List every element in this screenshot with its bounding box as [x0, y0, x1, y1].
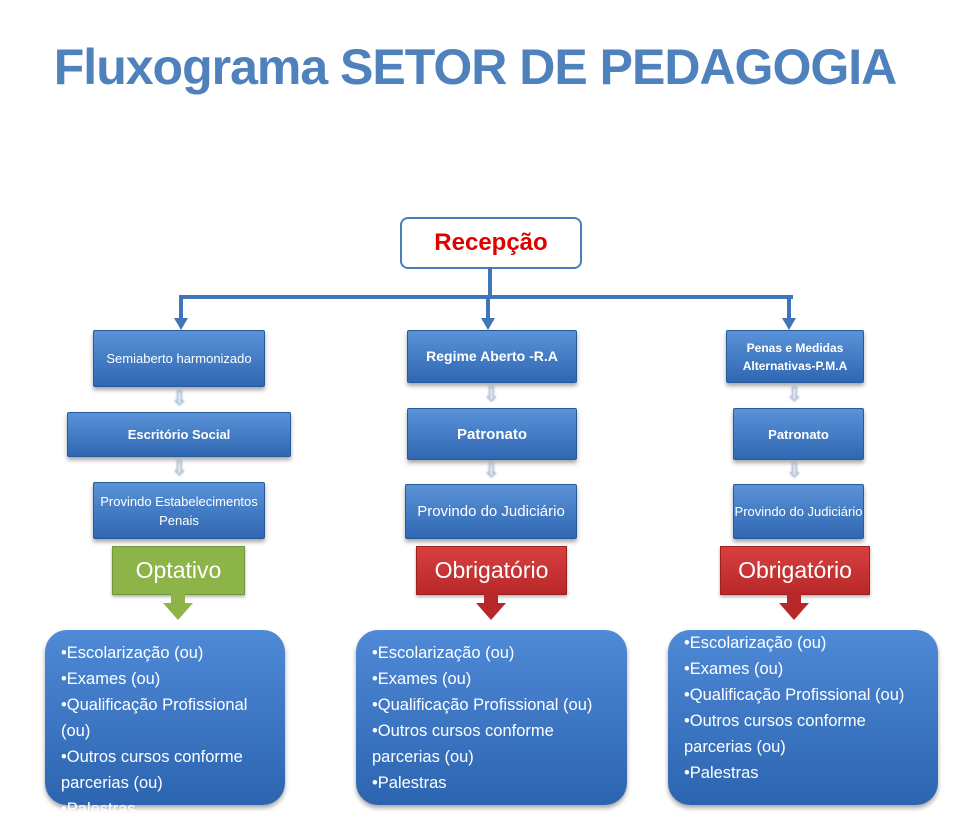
- list-item: •Qualificação Profissional (ou): [61, 696, 248, 740]
- list-item: •Exames (ou): [684, 660, 784, 678]
- arrow-down-icon: ⇩: [786, 384, 803, 406]
- arrow-down-icon: [174, 318, 188, 330]
- list-item: •Palestras: [61, 800, 136, 818]
- node-recepcao: Recepção: [400, 217, 582, 269]
- tag-obrigatorio: Obrigatório: [720, 546, 870, 595]
- connector-line: [787, 295, 791, 319]
- list-item: •Exames (ou): [61, 670, 161, 688]
- tag-obrigatorio: Obrigatório: [416, 546, 567, 595]
- node-step: Provindo Estabelecimentos Penais: [93, 482, 265, 539]
- list-item: •Exames (ou): [372, 670, 472, 688]
- list-item: •Qualificação Profissional (ou): [684, 686, 905, 704]
- activity-list: •Escolarização (ou) •Exames (ou) •Qualif…: [668, 630, 938, 805]
- list-item: •Outros cursos conforme parcerias (ou): [372, 722, 554, 766]
- tag-arrow-icon: [779, 603, 809, 620]
- arrow-down-icon: ⇩: [171, 458, 188, 480]
- tag-arrow-icon: [787, 594, 801, 604]
- activity-list: •Escolarização (ou) •Exames (ou) •Qualif…: [45, 630, 285, 818]
- tag-arrow-icon: [476, 603, 506, 620]
- tag-arrow-icon: [171, 594, 185, 604]
- tag-optativo: Optativo: [112, 546, 245, 595]
- arrow-down-icon: ⇩: [171, 388, 188, 410]
- arrow-down-icon: [481, 318, 495, 330]
- list-item: •Palestras: [372, 774, 447, 792]
- node-step: Regime Aberto -R.A: [407, 330, 577, 383]
- node-step: Patronato: [407, 408, 577, 460]
- list-item: •Escolarização (ou): [684, 634, 827, 652]
- node-step: Provindo do Judiciário: [733, 484, 864, 539]
- list-item: •Outros cursos conforme parcerias (ou): [61, 748, 243, 792]
- node-step: Patronato: [733, 408, 864, 460]
- node-step: Semiaberto harmonizado: [93, 330, 265, 387]
- tag-arrow-icon: [163, 603, 193, 620]
- arrow-down-icon: ⇩: [483, 460, 500, 482]
- arrow-down-icon: [782, 318, 796, 330]
- node-step: Provindo do Judiciário: [405, 484, 577, 539]
- list-item: •Qualificação Profissional (ou): [372, 696, 593, 714]
- connector-line: [488, 267, 492, 298]
- node-step: Escritório Social: [67, 412, 291, 457]
- arrow-down-icon: ⇩: [786, 460, 803, 482]
- node-step: Penas e Medidas Alternativas-P.M.A: [726, 330, 864, 383]
- list-item: •Escolarização (ou): [372, 644, 515, 662]
- page-title: Fluxograma SETOR DE PEDAGOGIA: [53, 39, 897, 95]
- connector-line: [179, 295, 183, 319]
- list-item: •Outros cursos conforme parcerias (ou): [684, 712, 866, 756]
- list-item: •Escolarização (ou): [61, 644, 204, 662]
- list-item: •Palestras: [684, 764, 759, 782]
- arrow-down-icon: ⇩: [483, 384, 500, 406]
- connector-line: [486, 295, 490, 319]
- tag-arrow-icon: [484, 594, 498, 604]
- activity-list: •Escolarização (ou) •Exames (ou) •Qualif…: [356, 630, 627, 805]
